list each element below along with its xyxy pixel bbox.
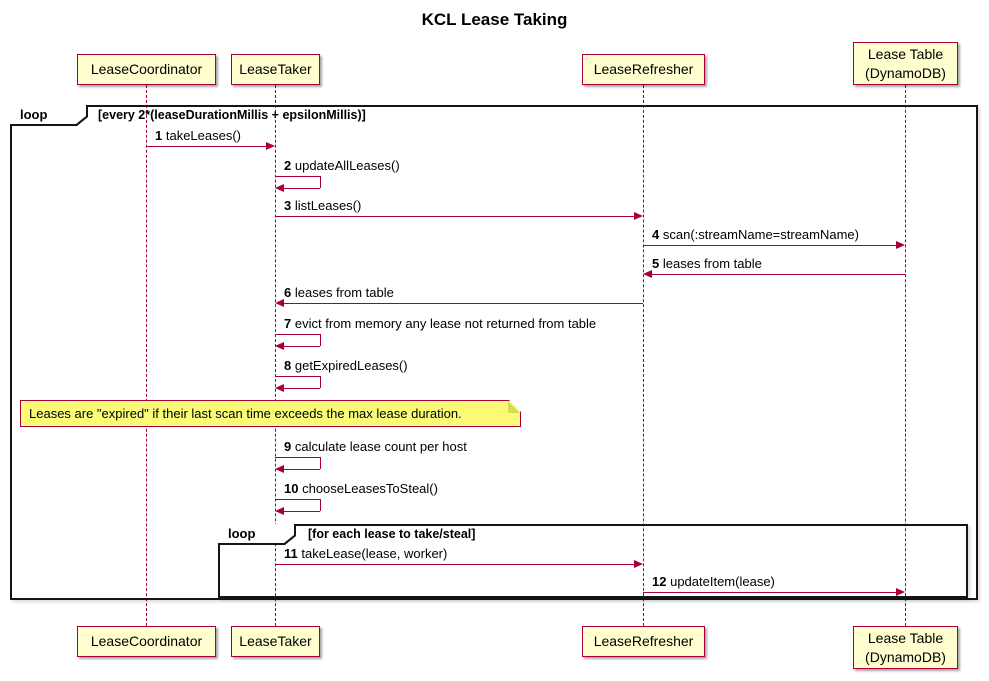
message-6-arrow-line	[284, 303, 643, 304]
participant-label: Lease Table	[867, 46, 944, 63]
message-7-arrowhead	[275, 342, 284, 350]
participant-top-leasetaker: LeaseTaker	[231, 54, 320, 85]
participant-top-leaserefresher: LeaseRefresher	[582, 54, 705, 85]
participant-bottom-leasecoordinator: LeaseCoordinator	[77, 626, 216, 657]
message-1-arrowhead	[266, 142, 275, 150]
inner-loop-frame	[218, 524, 968, 598]
outer-loop-condition: [every 2*(leaseDurationMillis + epsilonM…	[98, 108, 366, 122]
participant-sublabel: (DynamoDB)	[865, 648, 946, 665]
message-10-label: 10 chooseLeasesToSteal()	[284, 481, 438, 496]
message-9-self-back	[284, 469, 320, 470]
message-6-arrowhead	[275, 299, 284, 307]
loop-tab-face: loop	[218, 524, 294, 543]
message-1-label: 1 takeLeases()	[155, 128, 242, 143]
participant-label: LeaseRefresher	[593, 61, 694, 78]
message-3-label: 3 listLeases()	[284, 198, 362, 213]
loop-keyword: loop	[228, 526, 256, 541]
message-5-arrowhead	[643, 270, 652, 278]
message-4-arrowhead	[896, 241, 905, 249]
message-10-self-out	[275, 499, 320, 500]
message-10-self-side	[320, 499, 321, 511]
message-8-self-back	[284, 388, 320, 389]
diagram-title: KCL Lease Taking	[421, 10, 568, 29]
message-8-self-out	[275, 376, 320, 377]
message-6-label: 6 leases from table	[284, 285, 394, 300]
participant-top-leasecoordinator: LeaseCoordinator	[77, 54, 216, 85]
note: Leases are "expired" if their last scan …	[20, 400, 521, 427]
message-12-arrowhead	[896, 588, 905, 596]
loop-keyword: loop	[20, 107, 48, 122]
message-7-self-side	[320, 334, 321, 346]
message-4-arrow-line	[643, 245, 896, 246]
loop-tab-face: loop	[10, 105, 86, 124]
message-12-label: 12 updateItem(lease)	[652, 574, 775, 589]
message-9-self-side	[320, 457, 321, 469]
participant-label: LeaseTaker	[239, 61, 312, 78]
message-2-self-side	[320, 176, 321, 188]
message-12-arrow-line	[643, 592, 896, 593]
participant-label: LeaseCoordinator	[90, 633, 203, 650]
participant-label: Lease Table	[867, 630, 944, 647]
participant-bottom-leaserefresher: LeaseRefresher	[582, 626, 705, 657]
participant-bottom-leasetable: Lease Table (DynamoDB)	[853, 626, 958, 669]
inner-loop-tab: loop	[218, 524, 296, 545]
message-2-label: 2 updateAllLeases()	[284, 158, 400, 173]
lifeline-leaserefresher	[643, 85, 644, 626]
participant-bottom-leasetaker: LeaseTaker	[231, 626, 320, 657]
message-4-label: 4 scan(:streamName=streamName)	[652, 227, 859, 242]
message-8-self-side	[320, 376, 321, 388]
participant-label: LeaseRefresher	[593, 633, 694, 650]
participant-label: LeaseCoordinator	[90, 61, 203, 78]
message-1-arrow-line	[146, 146, 266, 147]
message-9-label: 9 calculate lease count per host	[284, 439, 467, 454]
message-11-label: 11 takeLease(lease, worker)	[284, 546, 448, 561]
message-3-arrowhead	[634, 212, 643, 220]
message-2-self-back	[284, 188, 320, 189]
participant-top-leasetable: Lease Table (DynamoDB)	[853, 42, 958, 85]
lifeline-leasecoordinator	[146, 85, 147, 626]
message-9-self-out	[275, 457, 320, 458]
message-9-arrowhead	[275, 465, 284, 473]
outer-loop-frame	[10, 105, 978, 600]
message-5-label: 5 leases from table	[652, 256, 762, 271]
message-2-self-out	[275, 176, 320, 177]
message-5-arrow-line	[652, 274, 905, 275]
outer-loop-tab: loop	[10, 105, 88, 126]
participant-sublabel: (DynamoDB)	[865, 64, 946, 81]
message-8-arrowhead	[275, 384, 284, 392]
message-2-arrowhead	[275, 184, 284, 192]
message-10-arrowhead	[275, 507, 284, 515]
message-3-arrow-line	[275, 216, 634, 217]
message-10-self-back	[284, 511, 320, 512]
message-8-label: 8 getExpiredLeases()	[284, 358, 408, 373]
message-7-self-back	[284, 346, 320, 347]
message-7-self-out	[275, 334, 320, 335]
lifeline-leasetable	[905, 85, 906, 626]
inner-loop-condition: [for each lease to take/steal]	[308, 527, 476, 541]
message-11-arrowhead	[634, 560, 643, 568]
participant-label: LeaseTaker	[239, 633, 312, 650]
message-7-label: 7 evict from memory any lease not return…	[284, 316, 597, 331]
message-11-arrow-line	[275, 564, 634, 565]
note-text: Leases are "expired" if their last scan …	[29, 406, 462, 421]
lifeline-leasetaker	[275, 85, 276, 626]
